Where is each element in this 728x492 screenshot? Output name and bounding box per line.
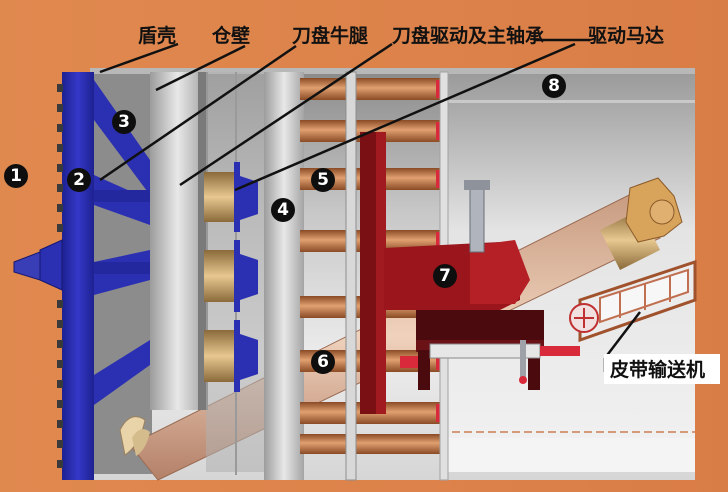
- screw-inlet-flange: [132, 429, 150, 456]
- rear-chamber-upper-line: [440, 100, 695, 103]
- belt-conveyor: [569, 259, 697, 343]
- marker-6: 6: [311, 350, 335, 374]
- cutter-teeth: [57, 84, 63, 468]
- marker-2: 2: [67, 168, 91, 192]
- pressure-plate: [264, 72, 304, 480]
- label-drive-motor: 驱动马达: [588, 24, 664, 47]
- marker-4: 4: [271, 198, 295, 222]
- marker-5: 5: [311, 168, 335, 192]
- marker-3: 3: [112, 110, 136, 134]
- screw-inlet: [119, 416, 146, 456]
- label-drive-bearing: 刀盘驱动及主轴承: [392, 24, 544, 47]
- svg-text:1: 1: [10, 166, 22, 186]
- guide-column-left: [345, 71, 357, 481]
- svg-text:6: 6: [317, 352, 329, 372]
- cutterhead: [13, 72, 150, 480]
- svg-text:5: 5: [317, 170, 329, 190]
- floor-strip: [440, 438, 695, 472]
- screw-discharge: [600, 177, 683, 270]
- bulkhead-edge: [198, 72, 208, 410]
- marker-7: 7: [433, 264, 457, 288]
- svg-text:3: 3: [118, 112, 130, 132]
- erector-ring-face: [376, 132, 386, 414]
- marker-8: 8: [542, 74, 566, 98]
- svg-text:8: 8: [548, 76, 560, 96]
- svg-text:4: 4: [277, 200, 289, 220]
- svg-text:7: 7: [439, 266, 451, 286]
- marker-1: 1: [4, 164, 28, 188]
- drive-motor: [384, 180, 580, 390]
- label-cutter-leg: 刀盘牛腿: [292, 24, 368, 47]
- label-belt-bg: [604, 354, 720, 384]
- shield-shell-top: [90, 68, 695, 74]
- bulkhead-plate: [150, 72, 205, 410]
- label-belt-conveyor: 皮带输送机: [610, 358, 705, 381]
- label-shield: 盾壳: [138, 24, 176, 47]
- main-bearings: [204, 162, 258, 392]
- svg-text:2: 2: [73, 170, 85, 190]
- label-bulkhead: 仓壁: [211, 24, 250, 47]
